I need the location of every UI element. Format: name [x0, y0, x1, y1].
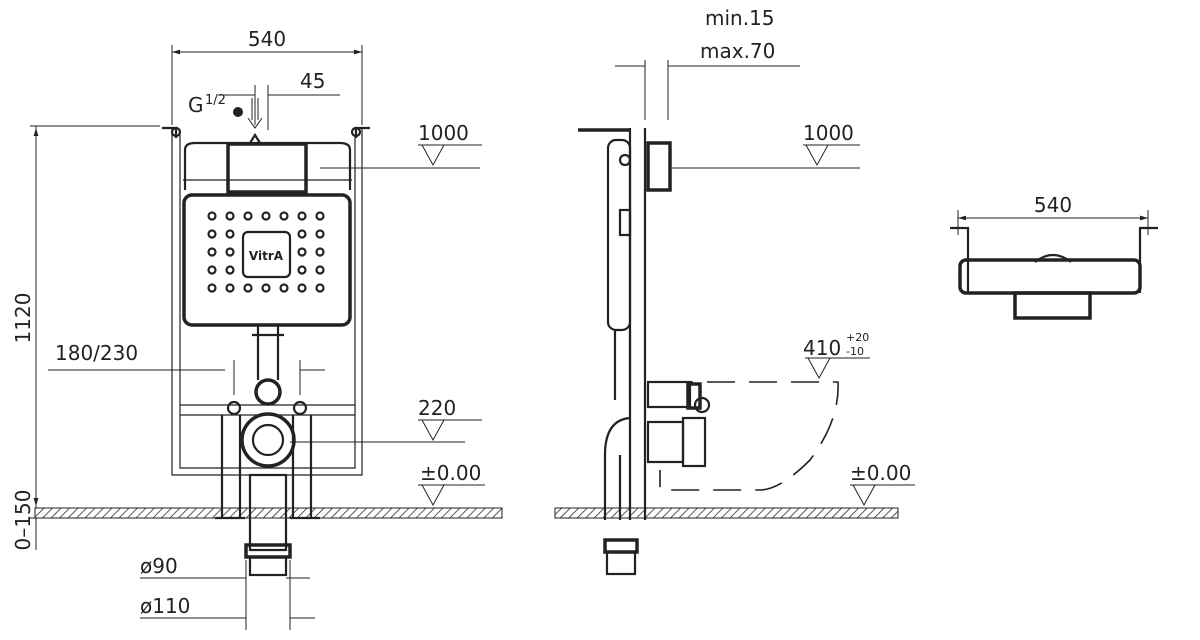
cistern-hole	[225, 229, 235, 239]
pipe-d90: ø90	[140, 554, 178, 578]
front-view: VitrA 540 45 G 1/2 1120 0–150 1000 180/2…	[11, 27, 503, 630]
cistern-hole	[225, 247, 235, 257]
vitra-logo: VitrA	[249, 249, 284, 263]
cistern-hole	[207, 229, 217, 239]
floor-level: ±0.00	[420, 461, 481, 485]
cistern-hole	[297, 265, 307, 275]
logo-box	[241, 230, 292, 279]
wall-max: max.70	[700, 39, 775, 63]
floor-hatch	[34, 507, 503, 519]
cistern-hole	[297, 247, 307, 257]
cistern-hole	[225, 211, 235, 221]
pipe-d110: ø110	[140, 594, 190, 618]
cistern-hole	[297, 211, 307, 221]
button-level: 1000	[418, 121, 469, 145]
cistern-hole	[315, 265, 325, 275]
cistern-hole	[207, 211, 217, 221]
cistern-hole	[261, 283, 271, 293]
cistern-hole	[207, 283, 217, 293]
cistern-hole	[243, 283, 253, 293]
offset-dim: 45	[300, 69, 325, 93]
cistern-hole	[261, 211, 271, 221]
inlet-fraction: 1/2	[205, 93, 226, 108]
outlet-level: 220	[418, 396, 456, 420]
height-dim: 1120	[11, 293, 35, 344]
cistern-hole	[207, 247, 217, 257]
wall-min: min.15	[705, 6, 775, 30]
top-view: 540	[950, 193, 1158, 320]
cistern-hole	[279, 211, 289, 221]
top-width-dim: 540	[1034, 193, 1072, 217]
bowl-level: 410	[803, 336, 841, 360]
cistern-hole	[225, 265, 235, 275]
cistern	[182, 193, 352, 327]
cistern-hole	[315, 211, 325, 221]
outlet	[240, 412, 296, 468]
cistern-hole	[225, 283, 235, 293]
cistern-hole	[297, 229, 307, 239]
cistern-hole	[207, 265, 217, 275]
cistern-holes	[207, 211, 325, 293]
floor-adjust-dim: 0–150	[11, 490, 35, 551]
leg-spacing: 180/230	[55, 341, 138, 365]
cistern-hole	[297, 283, 307, 293]
bowl-tol-plus: +20	[846, 331, 869, 344]
flush-button-area	[226, 142, 308, 194]
cistern-hole	[315, 283, 325, 293]
cistern-hole	[279, 283, 289, 293]
inlet-label: G	[188, 93, 204, 117]
side-floor-level: ±0.00	[850, 461, 911, 485]
bowl-tol-minus: -10	[846, 345, 864, 358]
cistern-hole	[315, 247, 325, 257]
side-button-level: 1000	[803, 121, 854, 145]
cistern-hole	[243, 211, 253, 221]
width-dim: 540	[248, 27, 286, 51]
cistern-hole	[315, 229, 325, 239]
side-view: min.15 max.70 1000 410 +20 -10 ±0.00	[554, 6, 915, 576]
water-drop-icon	[233, 107, 243, 117]
